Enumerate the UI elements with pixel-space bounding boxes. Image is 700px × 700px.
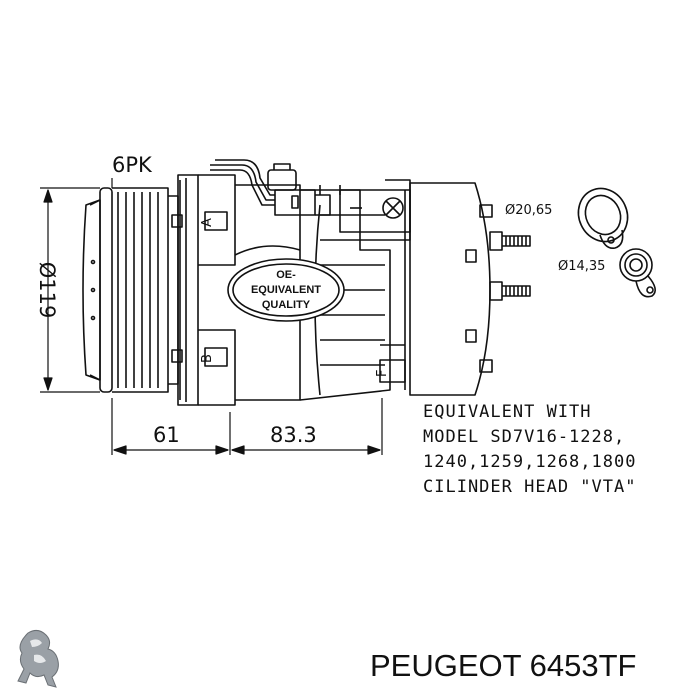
o-ring-small [619,248,656,298]
peugeot-lion-logo [17,629,59,688]
rear-head [379,182,493,396]
pulley-label: 6PK [112,153,153,177]
note-line-2: MODEL SD7V16-1228, [423,427,625,447]
port-a-label: A [200,218,215,227]
o-ring-large [577,187,629,250]
dimension-lines [40,178,383,455]
product-caption: PEUGEOT 6453TF [370,648,637,683]
port-b-label: B [200,354,215,363]
note-line-4: CILINDER HEAD "VTA" [423,477,636,497]
port-f-label: F [375,370,390,377]
ring-large-label: Ø20,65 [505,203,552,218]
diameter-label: Ø119 [35,262,59,319]
quality-stamp-outline [227,258,345,322]
electrical-connector [210,159,331,216]
stamp-line-3: QUALITY [262,299,311,311]
note-line-1: EQUIVALENT WITH [423,402,592,422]
pulley [82,187,179,393]
control-valve [319,179,411,241]
dimension-left-label: 61 [153,423,180,447]
stamp-line-1: OE- [276,269,296,281]
ring-small-label: Ø14,35 [558,259,605,274]
service-ports [489,231,531,301]
note-line-3: 1240,1259,1268,1800 [423,452,636,472]
stamp-line-2: EQUIVALENT [251,284,321,296]
dimension-right-label: 83.3 [270,423,317,447]
